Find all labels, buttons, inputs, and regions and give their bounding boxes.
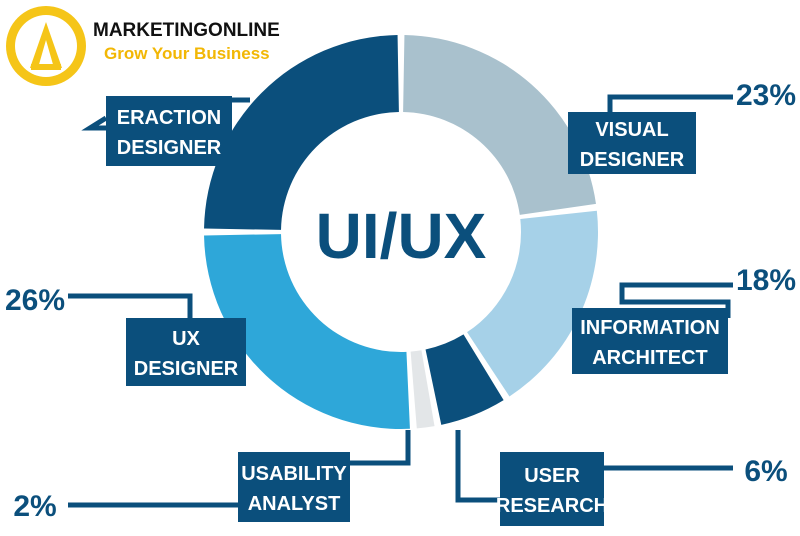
callout-label-0-line-1: DESIGNER [580,149,685,171]
callout-label-3-line-1: ANALYST [248,493,341,515]
callout-box-1 [572,308,728,374]
callout-box-0 [568,112,696,174]
callout-label-1-line-0: INFORMATION [580,317,720,339]
callout-label-4-line-1: DESIGNER [134,358,239,380]
callout-box-3 [238,452,350,522]
donut-slice-1 [467,210,598,397]
callout-label-5-line-1: DESIGNER [117,137,222,159]
percent-bubble-2 [733,446,799,494]
center-label: UI/UX [316,200,487,272]
callout-box-2 [500,452,604,526]
percent-label-3: 2% [13,490,56,523]
donut-slice-4 [204,234,410,429]
callout-label-3-line-0: USABILITY [241,463,347,485]
percent-bubble-0 [733,70,799,118]
percent-label-4: 26% [5,284,65,317]
callout-labels: VISUAL DESIGNER 23% INFORMATION ARCHITECT 18%… [2,70,799,530]
donut-slice-2 [425,334,504,425]
callout-label-1-line-1: ARCHITECT [592,347,708,369]
callout-box-5 [106,96,232,166]
brand-tagline: Grow Your Business [104,44,270,63]
donut-slice-5 [204,35,399,230]
callout-connector-3 [68,430,411,508]
donut-slice-3 [410,350,435,429]
callout-box-4 [126,318,246,386]
callout-connector-1 [619,282,733,318]
percent-bubble-3 [2,480,68,530]
brand-name: MARKETINGONLINE [93,20,280,41]
callout-label-0-line-0: VISUAL [595,119,668,141]
callout-label-5-line-0: ERACTION [117,107,221,129]
donut-slices [204,35,598,429]
percent-label-0: 23% [736,79,796,112]
callout-label-2-line-0: USER [524,465,580,487]
percent-bubble-1 [733,255,799,303]
callout-label-2-line-1: RESEARCH [496,495,608,517]
percent-label-1: 18% [736,264,796,297]
donut-slice-0 [403,35,596,215]
callout-label-4-line-0: UX [172,328,200,350]
percent-label-2: 6% [744,455,787,488]
percent-bubble-4 [2,276,68,322]
delta-logo-icon [6,6,86,86]
